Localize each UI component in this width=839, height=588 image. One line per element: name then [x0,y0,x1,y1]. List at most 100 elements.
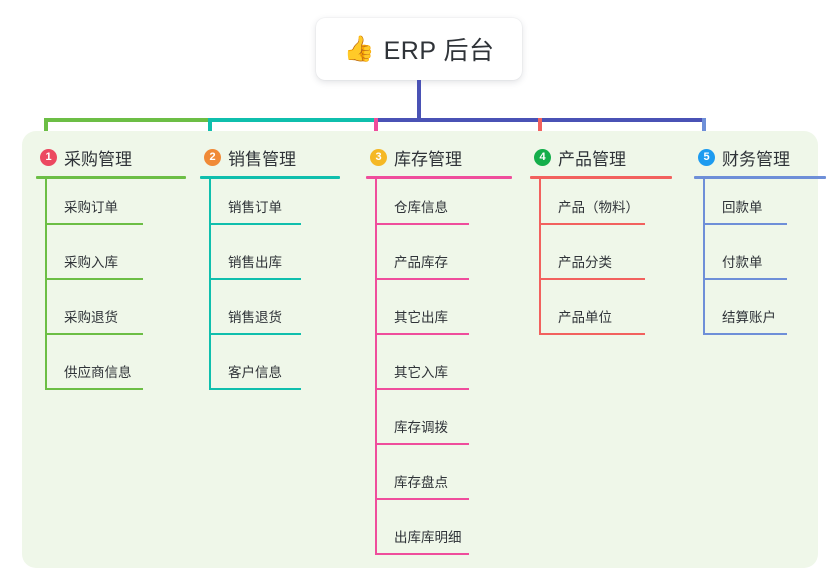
bus-segment-1 [44,118,212,122]
branch-items-5: 回款单付款单结算账户 [694,179,826,344]
leaf-node[interactable]: 采购退货 [36,289,186,344]
branch-header-rule-2 [200,176,340,179]
branch-header-1[interactable]: 1 采购管理 [36,144,186,170]
branch-title-2: 销售管理 [228,149,296,169]
branches-panel [22,131,818,568]
leaf-node-rule [703,333,787,335]
leaf-node-label: 其它出库 [394,310,448,325]
leaf-node[interactable]: 出库库明细 [366,509,512,564]
leaf-node-label: 产品分类 [558,255,612,270]
leaf-node-label: 采购退货 [64,310,118,325]
leaf-node[interactable]: 其它出库 [366,289,512,344]
leaf-node[interactable]: 库存调拨 [366,399,512,454]
branch-title-3: 库存管理 [394,149,462,169]
leaf-node-label: 采购订单 [64,200,118,215]
leaf-node-rule [45,333,143,335]
branch-items-2: 销售订单销售出库销售退货客户信息 [200,179,340,399]
branch-badge-4: 4 [534,148,551,166]
leaf-node[interactable]: 产品库存 [366,234,512,289]
leaf-node-label: 仓库信息 [394,200,448,215]
leaf-node-label: 客户信息 [228,365,282,380]
leaf-node-rule [703,223,787,225]
leaf-node[interactable]: 其它入库 [366,344,512,399]
branch-badge-3: 3 [370,148,387,166]
leaf-node[interactable]: 供应商信息 [36,344,186,399]
leaf-node[interactable]: 产品分类 [530,234,672,289]
branch-column-4: 4 产品管理产品（物料） 产品分类产品单位 [530,144,672,344]
leaf-node-rule [209,278,301,280]
leaf-node-rule [375,333,469,335]
leaf-node[interactable]: 采购订单 [36,179,186,234]
branch-title-4: 产品管理 [558,149,626,169]
branch-column-1: 1 采购管理采购订单采购入库采购退货供应商信息 [36,144,186,399]
leaf-node[interactable]: 产品（物料） [530,179,672,234]
leaf-node-label: 销售出库 [228,255,282,270]
branch-badge-1: 1 [40,148,57,166]
thumbs-up-icon: 👍 [343,34,375,63]
branch-header-4[interactable]: 4 产品管理 [530,144,672,170]
branch-items-1: 采购订单采购入库采购退货供应商信息 [36,179,186,399]
branch-header-rule-1 [36,176,186,179]
leaf-node-label: 其它入库 [394,365,448,380]
leaf-node-rule [45,388,143,390]
leaf-node-rule [375,278,469,280]
leaf-node-rule [209,333,301,335]
leaf-node[interactable]: 付款单 [694,234,826,289]
root-stem-connector [417,80,421,122]
branch-spine-1 [45,179,47,389]
leaf-node-label: 采购入库 [64,255,118,270]
branch-spine-5 [703,179,705,334]
branch-badge-2: 2 [204,148,221,166]
branch-items-3: 仓库信息产品库存其它出库其它入库库存调拨库存盘点出库库明细 [366,179,512,564]
leaf-node-rule [375,223,469,225]
leaf-node[interactable]: 采购入库 [36,234,186,289]
branch-items-4: 产品（物料） 产品分类产品单位 [530,179,672,344]
leaf-node-label: 销售订单 [228,200,282,215]
leaf-node[interactable]: 销售订单 [200,179,340,234]
leaf-node[interactable]: 库存盘点 [366,454,512,509]
branch-header-rule-5 [694,176,826,179]
leaf-node-label: 供应商信息 [64,365,132,380]
leaf-node-rule [45,278,143,280]
leaf-node[interactable]: 销售退货 [200,289,340,344]
branch-badge-5: 5 [698,148,715,166]
branch-header-rule-3 [366,176,512,179]
branch-column-2: 2 销售管理销售订单销售出库销售退货客户信息 [200,144,340,399]
leaf-node[interactable]: 仓库信息 [366,179,512,234]
leaf-node-label: 库存盘点 [394,475,448,490]
leaf-node[interactable]: 客户信息 [200,344,340,399]
branch-column-3: 3 库存管理仓库信息产品库存其它出库其它入库库存调拨库存盘点出库库明细 [366,144,512,564]
leaf-node[interactable]: 回款单 [694,179,826,234]
leaf-node-label: 销售退货 [228,310,282,325]
root-node-content: 👍 ERP 后台 [343,31,494,67]
leaf-node-label: 结算账户 [722,310,776,325]
leaf-node-label: 库存调拨 [394,420,448,435]
leaf-node-label: 出库库明细 [394,530,462,545]
leaf-node-label: 付款单 [722,255,763,270]
leaf-node-rule [539,223,645,225]
leaf-node-rule [375,498,469,500]
leaf-node-rule [209,388,301,390]
leaf-node-rule [539,333,645,335]
branch-header-3[interactable]: 3 库存管理 [366,144,512,170]
leaf-node-label: 回款单 [722,200,763,215]
branch-header-rule-4 [530,176,672,179]
leaf-node-label: 产品单位 [558,310,612,325]
branch-spine-4 [539,179,541,334]
branch-header-2[interactable]: 2 销售管理 [200,144,340,170]
root-node[interactable]: 👍 ERP 后台 [316,18,522,80]
leaf-node-rule [539,278,645,280]
leaf-node-rule [45,223,143,225]
leaf-node[interactable]: 结算账户 [694,289,826,344]
branch-title-1: 采购管理 [64,149,132,169]
leaf-node[interactable]: 销售出库 [200,234,340,289]
leaf-node-rule [209,223,301,225]
branch-spine-3 [375,179,377,554]
leaf-node-rule [375,553,469,555]
leaf-node[interactable]: 产品单位 [530,289,672,344]
leaf-node-rule [375,388,469,390]
branch-spine-2 [209,179,211,389]
